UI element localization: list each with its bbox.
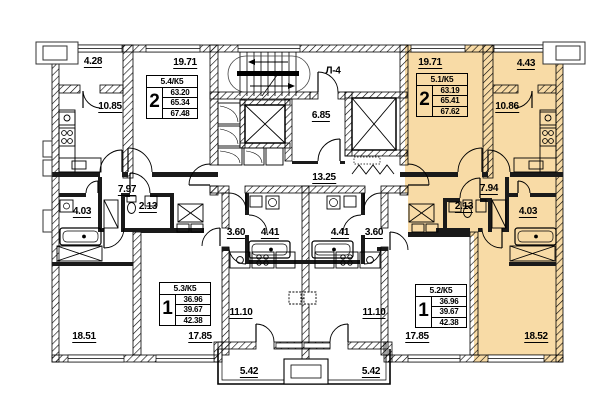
partitions [52,161,563,266]
lobby-label: 6.85 [311,110,331,122]
unit-area-living: 63.19 [433,86,467,97]
party-walls [58,44,557,363]
room-label-bath-54: 4.03 [72,206,92,218]
bathroom-fixtures [59,195,557,259]
room-label-bedroom-54: 18.51 [72,331,96,343]
unit-id: 5.4/К5 [147,76,197,88]
unit-area-max: 42.38 [439,317,459,327]
room-label-kitchen-51: 10.86 [495,101,519,113]
room-label-living-54: 19.71 [173,57,197,69]
balconies [217,349,391,385]
unit-area-living: 63.20 [163,88,197,99]
room-label-kitchen-54: 10.85 [98,101,122,113]
elevator-shafts [239,97,397,175]
unit-area-max: 67.48 [170,108,190,118]
highlighted-apartment-region[interactable] [405,45,563,362]
room-label-bedroom-51: 18.52 [524,331,548,343]
unit-id: 5.2/К5 [416,285,466,297]
room-label-hall-53: 3.60 [226,227,246,239]
stairwell-label: Л-4 [325,65,341,77]
room-label-living-53: 17.85 [188,331,212,343]
room-label-wc-54: 2.13 [138,201,158,213]
room-label-loggia-right: 4.43 [516,58,536,70]
unit-area-total: 65.34 [163,98,197,109]
unit-room-count: 1 [416,297,432,328]
room-label-living-51: 19.71 [418,57,442,69]
unit-card-5-1[interactable]: 5.1/К5 2 63.19 65.41 67.62 [416,73,468,118]
room-label-hall-52: 3.60 [364,227,384,239]
shaft-boxes [56,199,556,305]
room-label-balcony-52: 5.42 [361,366,381,378]
room-label-living-52: 17.85 [405,331,429,343]
room-label-bath-53: 4.41 [260,227,280,239]
unit-id: 5.3/К5 [160,283,210,295]
room-label-hall-54: 7.97 [117,184,137,196]
room-label-bath-51: 4.03 [518,206,538,218]
doors [82,71,533,343]
unit-room-count: 1 [160,295,176,326]
unit-room-count: 2 [417,86,433,117]
windows [59,44,556,363]
unit-id: 5.1/К5 [417,74,467,86]
unit-area-total: 39.67 [176,305,210,316]
staircase [227,52,311,97]
room-label-balcony-53: 5.42 [239,366,259,378]
unit-area-living: 36.96 [176,295,210,306]
unit-area-total: 39.67 [432,307,466,318]
unit-area-max: 67.62 [440,106,460,116]
unit-card-5-3[interactable]: 5.3/К5 1 36.96 39.67 42.38 [159,282,211,327]
unit-room-count: 2 [147,88,163,119]
room-label-kitchen-52: 11.10 [362,307,386,319]
room-label-loggia-left: 4.28 [83,56,103,68]
unit-card-5-2[interactable]: 5.2/К5 1 36.96 39.67 42.38 [415,284,467,329]
room-label-hall-51: 7.94 [479,183,499,195]
room-label-bath-52: 4.41 [330,227,350,239]
ac-baskets [35,41,586,233]
unit-card-5-4[interactable]: 5.4/К5 2 63.20 65.34 67.48 [146,75,198,120]
core-closets [217,102,284,166]
room-label-kitchen-53: 11.10 [229,307,253,319]
unit-area-max: 42.38 [183,315,203,325]
corridor-label: 13.25 [312,172,336,184]
unit-area-living: 36.96 [432,297,466,308]
room-label-wc-51: 2.13 [454,201,474,213]
unit-area-total: 65.41 [433,96,467,107]
